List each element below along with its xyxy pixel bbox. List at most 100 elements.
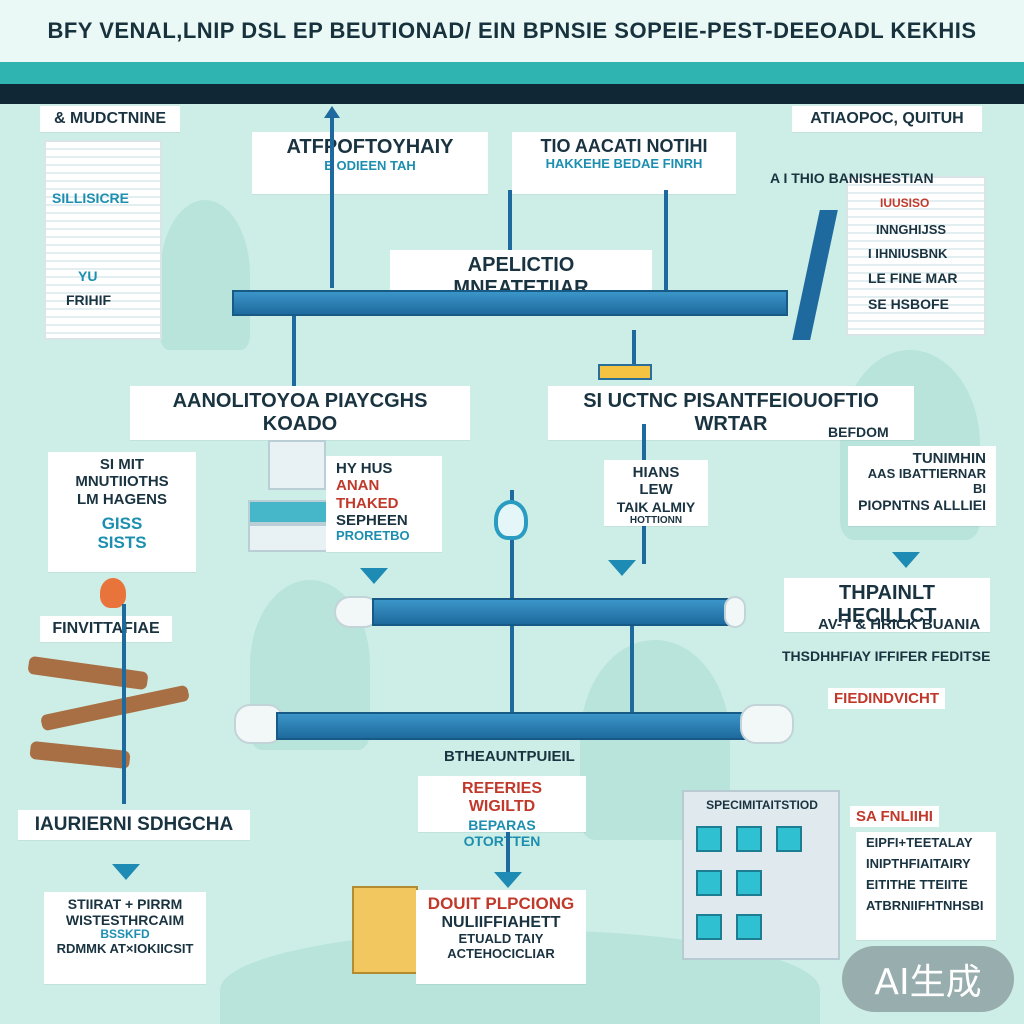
background-tree [160, 200, 250, 350]
node-right-mid-line: PIOPNTNS ALLLIEI [858, 497, 986, 514]
node-top-left-document [44, 140, 162, 340]
node-right-lower-line: AV-T & HRICK BUANIA [818, 616, 981, 633]
node-top-center-left-title: ATFPOFTOYHAIY [286, 136, 454, 158]
building-red-sign: SA FNLIIHI [850, 806, 939, 827]
node-top-right-title: ATIAOPOC, QUITUH [792, 106, 982, 133]
tray-stack-item [248, 524, 328, 552]
node-right-lower-title: THPAINLT HECILLCT [784, 578, 990, 632]
node-top-left-line: SILLISICRE [52, 190, 130, 206]
connector-line [630, 626, 634, 716]
connector-arrow-up [324, 106, 340, 118]
node-center-right: HIANS LEW TAIK ALMIY HOTTIONN [604, 460, 708, 526]
arrow-down-icon [112, 864, 140, 880]
node-left-stack-line: GISS [101, 513, 143, 533]
node-bottom-left-note-line: RDMMK AT×IOKIICSIT [56, 940, 194, 956]
node-top-right-line: A I THIO BANISHESTIAN [770, 170, 934, 186]
node-bottom-left-note-line: WISTESTHRCAIM [65, 912, 185, 929]
node-top-right-line: INNGHIJSS [876, 222, 947, 237]
ai-generated-watermark: AI生成 [842, 946, 1014, 1012]
building-window [696, 870, 722, 896]
connector-line [632, 330, 636, 366]
connector-line [510, 626, 514, 716]
node-center-right-line: HIANS LEW [632, 464, 680, 499]
arrow-down-icon [892, 552, 920, 568]
node-top-left-line: FRIHIF [66, 292, 112, 308]
bar-end-cap [724, 596, 746, 628]
second-horizontal-bar [372, 598, 732, 626]
node-left-fire: FINVITTAFIAE [40, 616, 172, 643]
node-top-center-right-sub: HAKKEHE BEDAE FINRH [545, 155, 703, 171]
node-center-bottom-line: REFERIES WIGILTD [461, 780, 542, 816]
wood-log-icon [27, 655, 149, 691]
node-mid-right-sub: BEFDOM [828, 424, 889, 440]
node-bottom-right-line: INIPTHFIAITAIRY [866, 855, 971, 871]
node-top-left-title: & MUDCTNINE [40, 106, 180, 133]
node-top-right-line: LE FINE MAR [868, 270, 958, 286]
node-bottom-center-line: ETUALD TAIY [458, 930, 544, 946]
node-top-center-right-title: TIO AACATI NOTIHI [540, 136, 708, 156]
node-bottom-right-line: EITITHE TTEIITE [866, 876, 968, 892]
building-window [736, 870, 762, 896]
node-bottom-center-line: ACTEHOCICLIAR [447, 945, 555, 961]
arrow-down-icon [494, 872, 522, 888]
node-connector-badge [598, 364, 652, 380]
node-center-bottom-line: BEPARAS OTORTTEN [463, 816, 541, 849]
node-top-center-right: TIO AACATI NOTIHI HAKKEHE BEDAE FINRH [512, 132, 736, 194]
node-bottom-left: IAURIERNI SDHGCHA [18, 810, 250, 840]
page-title: BFY VENAL,LNIP DSL EP BEUTIONAD/ EIN BPN… [0, 0, 1024, 62]
tray-stack-item [352, 886, 418, 974]
connector-line [122, 604, 126, 804]
node-mid-left: AANOLITOYOA PIAYCGHS KOADO [130, 386, 470, 440]
node-center-left: HY HUS ANAN THAKED SEPHEEN PRORETBO [326, 456, 442, 552]
connector-line [508, 190, 512, 290]
node-top-right-line: I IHNIUSBNK [868, 246, 948, 261]
header-band [0, 62, 1024, 84]
node-top-center-left-sub: E ODIEEN TAH [324, 158, 416, 173]
connector-line [292, 316, 296, 386]
connector-line [510, 490, 514, 600]
node-top-right-line: IUUSISO [880, 196, 930, 210]
node-bottom-center: DOUIT PLPCIONG NULIIFFIAHETT ETUALD TAIY… [416, 890, 586, 984]
node-left-stack-line: SI MIT MNUTIIOTHS [75, 456, 169, 491]
building-window [696, 826, 722, 852]
third-horizontal-bar [276, 712, 748, 740]
node-center-bottom: REFERIES WIGILTD BEPARAS OTORTTEN [418, 776, 586, 849]
node-bottom-center-line: NULIIFFIAHETT [441, 913, 561, 931]
node-bottom-right: EIPFI+TEETALAY INIPTHFIAITAIRY EITITHE T… [856, 832, 996, 940]
building-window [736, 914, 762, 940]
building-window [696, 914, 722, 940]
bar-end-cap [740, 704, 794, 744]
node-right-mid-line: AAS IBATTIERNAR BI [867, 466, 986, 497]
node-right-lower-red: FIEDINDVICHT [828, 688, 945, 709]
node-left-stack-line: SISTS [97, 533, 147, 553]
node-center-left-line: PRORETBO [336, 528, 410, 543]
building-window [736, 826, 762, 852]
node-bottom-left-note-line: BSSKFD [100, 927, 150, 942]
node-droplet [494, 500, 528, 540]
bar-end-cap [234, 704, 284, 744]
building-window [776, 826, 802, 852]
node-right-mid: TUNIMHIN AAS IBATTIERNAR BI PIOPNTNS ALL… [848, 446, 996, 526]
node-left-stack: SI MIT MNUTIIOTHS LM HAGENS GISS SISTS [48, 452, 196, 572]
node-top-left-line: YU [78, 268, 98, 284]
node-center-left-line: SEPHEEN [336, 511, 408, 529]
node-mid-right-title: SI UCTNC PISANTFEIOUOFTIO WRTAR [548, 386, 914, 440]
connector-line [664, 190, 668, 290]
node-right-mid-line: TUNIMHIN [912, 450, 986, 467]
node-left-stack-line: LM HAGENS [77, 490, 167, 508]
node-center-right-line: TAIK ALMIY [616, 498, 696, 515]
node-top-right-document [846, 176, 986, 336]
tray-stack-item [268, 440, 326, 490]
connector-line [330, 118, 334, 288]
main-horizontal-bar [232, 290, 788, 316]
connector-line [506, 832, 510, 882]
node-center-left-line: ANAN THAKED [336, 477, 399, 512]
header-band-dark [0, 84, 1024, 104]
building-sign: SPECIMITAITSTIOD [706, 798, 818, 812]
wood-log-icon [39, 684, 191, 732]
node-top-right-slash [792, 210, 838, 340]
node-center-bottom-top: BTHEAUNTPUIEIL [444, 748, 575, 765]
node-right-lower-line: THSDHHFIAY IFFIFER FEDITSE [782, 648, 991, 664]
node-bottom-center-title: DOUIT PLPCIONG [427, 894, 575, 913]
fire-icon [100, 578, 126, 608]
